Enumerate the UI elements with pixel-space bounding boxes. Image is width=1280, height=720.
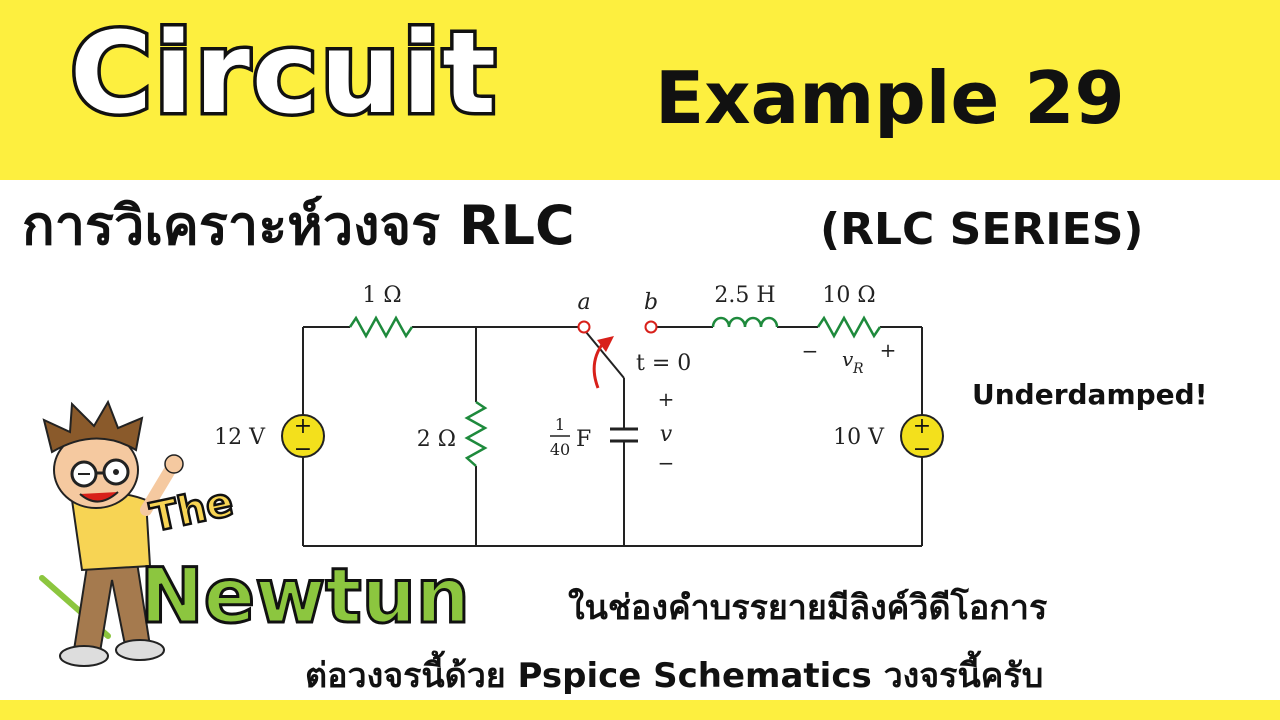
resistor-2ohm bbox=[464, 400, 488, 467]
resistor-10ohm bbox=[816, 315, 882, 339]
svg-text:+: + bbox=[294, 414, 312, 439]
resistor-1ohm bbox=[348, 315, 414, 339]
cartoon-boy-icon bbox=[39, 399, 184, 667]
label-v-minus: − bbox=[658, 451, 675, 475]
header-banner bbox=[0, 0, 1280, 180]
title-circuit: Circuit bbox=[67, 9, 500, 139]
svg-text:−: − bbox=[294, 437, 312, 462]
label-cap-num: 1 bbox=[555, 415, 565, 434]
label-r2: 2 Ω bbox=[417, 427, 456, 452]
source-10v: + − bbox=[900, 414, 944, 462]
source-12v: + − bbox=[281, 414, 325, 462]
svg-text:+: + bbox=[913, 414, 931, 439]
circuit-wires bbox=[302, 326, 923, 547]
logo-newtun: Newtun bbox=[140, 551, 470, 640]
label-inductor: 2.5 H bbox=[714, 283, 775, 308]
caption-line-1: ในช่องคำบรรยายมีลิงค์วิดีโอการ bbox=[568, 588, 1048, 628]
label-r1: 1 Ω bbox=[362, 283, 401, 308]
terminal-b bbox=[644, 320, 658, 334]
label-r3: 10 Ω bbox=[822, 283, 875, 308]
label-vr-sub: R bbox=[852, 361, 864, 377]
title-example: Example 29 bbox=[655, 56, 1125, 140]
label-vr: v bbox=[842, 347, 854, 371]
label-switch-time: t = 0 bbox=[636, 351, 691, 376]
label-vr-minus: − bbox=[802, 339, 819, 363]
caption-line-2: ต่อวงจรนี้ด้วย Pspice Schematics วงจรนี้… bbox=[305, 656, 1044, 696]
label-vr-plus: + bbox=[880, 338, 897, 362]
label-node-a: a bbox=[577, 290, 590, 315]
subtitle-thai: การวิเคราะห์วงจร RLC bbox=[22, 194, 575, 257]
label-source-left: 12 V bbox=[214, 425, 266, 450]
svg-text:−: − bbox=[913, 437, 931, 462]
bottom-strip bbox=[0, 700, 1280, 720]
terminal-a bbox=[577, 320, 591, 334]
label-v-plus: + bbox=[658, 387, 675, 411]
label-source-right: 10 V bbox=[833, 425, 885, 450]
label-node-b: b bbox=[644, 290, 658, 315]
label-cap-unit: F bbox=[576, 427, 591, 452]
note-underdamped: Underdamped! bbox=[972, 378, 1208, 411]
subtitle-series: (RLC SERIES) bbox=[820, 204, 1144, 255]
inductor-coil bbox=[711, 316, 779, 328]
label-cap-den: 40 bbox=[550, 440, 570, 459]
label-v: v bbox=[660, 422, 673, 447]
